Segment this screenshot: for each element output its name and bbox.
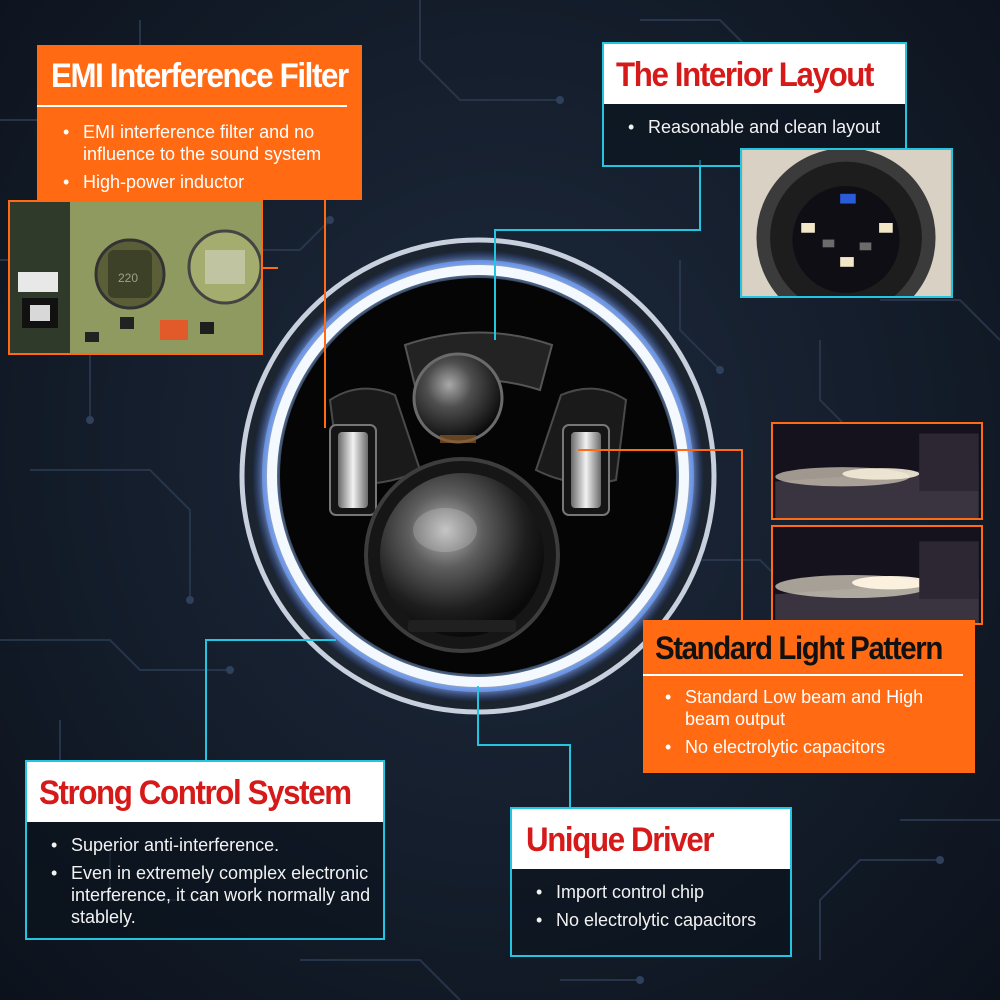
emi-filter-title: EMI Interference Filter [51, 57, 349, 95]
inductor-marking: 220 [118, 271, 138, 285]
low-beam-photo [771, 422, 983, 520]
driver-bullet-2: No electrolytic capacitors [530, 909, 786, 931]
interior-image [742, 150, 951, 296]
high-beam-photo [771, 525, 983, 625]
unique-driver-title: Unique Driver [526, 821, 715, 859]
light-pattern-bullet-2: No electrolytic capacitors [659, 736, 965, 758]
interior-bullet-1: Reasonable and clean layout [622, 116, 902, 138]
control-system-callout: Strong Control System Superior anti-inte… [25, 760, 385, 940]
interior-bullets: Reasonable and clean layout [622, 116, 902, 144]
low-beam-image [775, 424, 979, 518]
emi-bullet-1: EMI interference filter and no influence… [57, 121, 347, 165]
control-title-bar: Strong Control System [27, 762, 383, 822]
control-bullet-2: Even in extremely complex electronic int… [45, 862, 379, 928]
driver-bullet-1: Import control chip [530, 881, 786, 903]
control-system-title: Strong Control System [39, 774, 352, 812]
interior-layout-callout: The Interior Layout Reasonable and clean… [602, 42, 907, 167]
control-bullets: Superior anti-interference. Even in extr… [45, 834, 379, 934]
light-pattern-bullet-1: Standard Low beam and High beam output [659, 686, 965, 730]
light-pattern-underline [643, 674, 963, 676]
light-pattern-title: Standard Light Pattern [655, 630, 943, 666]
high-beam-image [775, 527, 979, 623]
light-pattern-callout: Standard Light Pattern Standard Low beam… [643, 620, 975, 773]
control-bullet-1: Superior anti-interference. [45, 834, 379, 856]
emi-filter-callout: EMI Interference Filter EMI interference… [37, 45, 362, 200]
light-pattern-bullets: Standard Low beam and High beam output N… [659, 686, 965, 764]
interior-layout-title: The Interior Layout [616, 56, 874, 94]
unique-driver-callout: Unique Driver Import control chip No ele… [510, 807, 792, 957]
interior-title-bar: The Interior Layout [604, 44, 905, 104]
driver-title-bar: Unique Driver [512, 809, 790, 869]
emi-bullets: EMI interference filter and no influence… [57, 121, 347, 199]
pcb-image: 220 [10, 202, 261, 353]
interior-board-photo [740, 148, 953, 298]
emi-bullet-2: High-power inductor [57, 171, 347, 193]
emi-title-underline [37, 105, 347, 107]
driver-bullets: Import control chip No electrolytic capa… [530, 881, 786, 937]
pcb-inductor-photo: 220 [8, 200, 263, 355]
